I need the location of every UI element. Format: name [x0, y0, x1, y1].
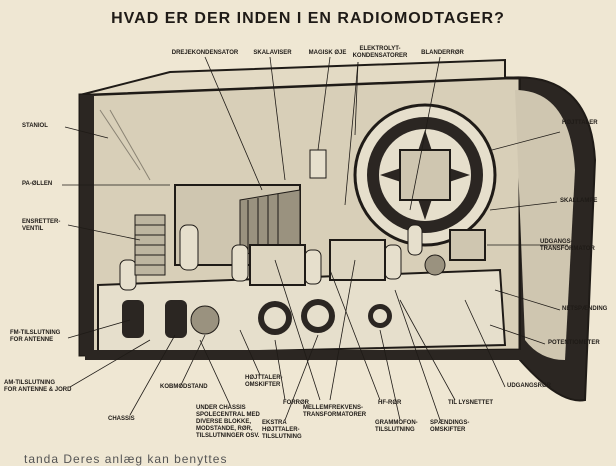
bottom-text: tanda Deres anlæg kan benyttes [24, 452, 228, 466]
label-hojttaler: HØJTTALER [562, 120, 598, 126]
label-blanderroer: BLANDERRØR [421, 50, 464, 56]
label-ensretter: ENSRETTER- VENTIL [22, 219, 61, 232]
label-ekstra-hojttaler: EKSTRA HØJTTALER- TILSLUTNING [262, 420, 302, 440]
label-spaendings: SPÆNDINGS- OMSKIFTER [430, 420, 470, 433]
label-under-chassis: UNDER CHASSIS SPOLECENTRAL MED DIVERSE B… [196, 405, 260, 439]
page-title: HVAD ER DER INDEN I EN RADIOMODTAGER? [111, 10, 505, 27]
label-elektrolyt: ELEKTROLYT- KONDENSATORER [352, 46, 408, 59]
label-udgangstransformator: UDGANGS- TRANSFORMATOR [540, 239, 595, 252]
label-drejekondensator: DREJEKONDENSATOR [171, 50, 239, 56]
label-netspaending: NETSPÆNDING [562, 306, 608, 312]
label-pa-ollen: PA-ØLLEN [22, 181, 53, 187]
label-hf-ror: HF-RØR [378, 400, 402, 406]
label-chassis: CHASSIS [108, 416, 135, 422]
label-kobmodstand: KOBMODSTAND [160, 384, 208, 390]
label-til-lysnettet: TIL LYSNETTET [448, 400, 494, 406]
label-potentiometer: POTENTIOMETER [548, 340, 600, 346]
label-grammofon: GRAMMOFON- TILSLUTNING [375, 420, 418, 433]
label-forror: FORRØR [283, 400, 309, 406]
label-staniol: STANIOL [22, 123, 48, 129]
label-udgangsror: UDGANGSRØR [507, 383, 552, 389]
label-skalaviser: SKALAVISER [253, 50, 292, 56]
label-mellemfrekvens: MELLEMFREKVENS- TRANSFORMATORER [303, 405, 367, 418]
label-skallampe: SKALLAMPE [560, 198, 598, 204]
label-hojttaler-omskifter: HØJTTALER- OMSKIFTER [245, 375, 283, 388]
label-fm-antenne: FM-TILSLUTNING FOR ANTENNE [10, 330, 61, 343]
label-am-antenne: AM-TILSLUTNING FOR ANTENNE & JORD [4, 380, 72, 393]
label-magisk-oeje: MAGISK ØJE [308, 50, 347, 56]
